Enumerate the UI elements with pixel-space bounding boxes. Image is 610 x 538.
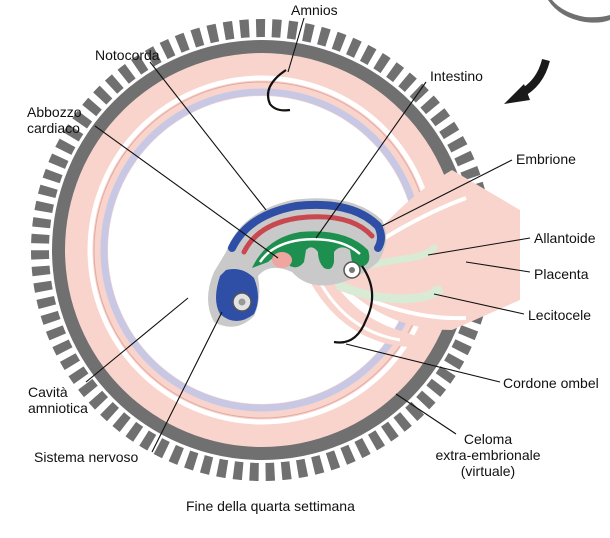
leader-lines [85,17,531,453]
label-intestino: Intestino [430,68,483,84]
rotation-arrow-icon [504,58,550,104]
amnios-bracket [266,69,291,112]
label-sistema-nervoso: Sistema nervoso [34,449,139,465]
label-amnios: Amnios [291,2,338,18]
label-celoma: Celoma extra-embrionale (virtuale) [435,431,541,479]
label-cavita-amniotica: Cavità amniotica [28,384,88,416]
label-cordone-ombelicale: Cordone ombel [503,375,599,391]
label-abbozzo-cardiaco: Abbozzo cardiaco [27,104,82,136]
adjacent-sac-fragment [548,0,610,23]
label-notocorda: Notocorda [95,47,160,63]
label-embrione: Embrione [516,151,576,167]
neural-tube [228,200,385,252]
gut-tube [252,231,370,270]
cordone-bracket [333,265,374,344]
label-placenta: Placenta [534,266,589,282]
lecitocele-sac [431,286,443,296]
label-lecitocele: Lecitocele [528,307,592,323]
notochord [241,214,375,255]
embryo-body [208,198,387,327]
heart-primordium [272,252,292,268]
label-allantoide: Allantoide [534,230,596,246]
figure-caption: Fine della quarta settimana [186,498,355,514]
